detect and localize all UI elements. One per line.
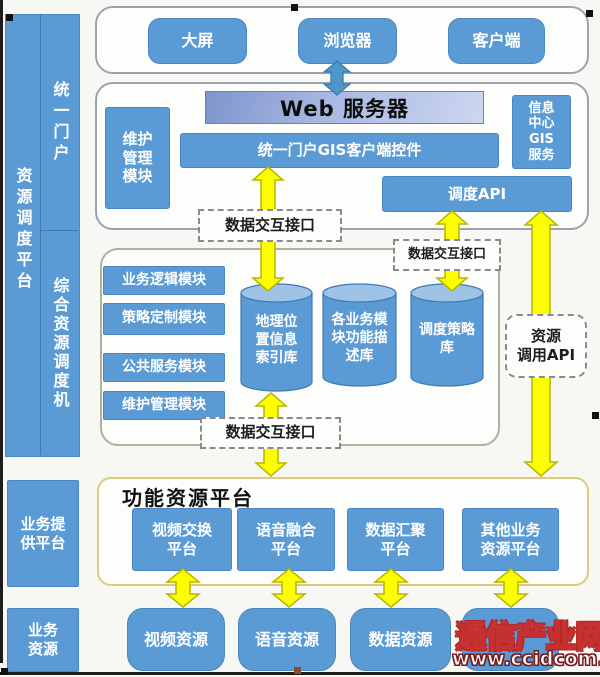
box-strategy-custom-module: 策略定制模块 [103, 303, 225, 335]
box-maintenance-module-portal: 维护 管理 模块 [105, 107, 170, 209]
sidebar-vertical-divider [40, 14, 41, 455]
selection-handle [6, 14, 13, 21]
box-video-exchange-platform: 视频交换 平台 [132, 508, 232, 571]
box-big-screen: 大屏 [148, 18, 247, 64]
box-client: 客户端 [448, 18, 545, 64]
selection-handle [586, 10, 593, 17]
database-dispatch-strategy: 调度策略 库 [410, 283, 484, 398]
selection-handle [294, 667, 301, 674]
sidebar-label-platform: 资源调度平台 [13, 167, 33, 293]
database-module-desc-label: 各业务模 块功能描 述库 [331, 312, 388, 365]
interface-data-exchange-2: 数据交互接口 [393, 239, 501, 271]
functional-platform-title: 功能资源平台 [122, 486, 254, 510]
box-info-center-gis: 信息 中心 GIS 服务 [512, 95, 571, 169]
selection-handle [592, 412, 599, 419]
database-module-desc: 各业务模 块功能描 述库 [322, 283, 397, 398]
interface-data-exchange-3: 数据交互接口 [200, 417, 341, 449]
box-data-aggregation-platform: 数据汇聚 平台 [347, 508, 444, 571]
box-web-server: Web 服务器 [205, 91, 484, 124]
box-dispatch-api: 调度API [382, 176, 572, 212]
frame-left-line [0, 0, 3, 663]
database-dispatch-strategy-label: 调度策略 库 [419, 322, 475, 357]
box-other-business-platform: 其他业务 资源平台 [462, 508, 559, 571]
selection-handle [291, 4, 298, 11]
watermark-site-name: 通信产业网 [455, 619, 600, 656]
box-video-resource: 视频资源 [127, 608, 225, 671]
box-voice-fusion-platform: 语音融合 平台 [237, 508, 335, 571]
box-other-resource [462, 608, 559, 671]
box-browser: 浏览器 [298, 18, 397, 64]
box-maintenance-module: 维护管理模块 [103, 391, 225, 420]
interface-resource-api: 资源 调用API [505, 314, 587, 378]
box-voice-resource: 语音资源 [238, 608, 336, 671]
box-business-resource: 业务 资源 [7, 608, 79, 672]
sidebar-block [5, 14, 80, 457]
sidebar-label-scheduler: 综合资源调度机 [50, 276, 70, 410]
database-geo-index: 地理位 置信息 索引库 [240, 283, 313, 403]
sidebar-label-portal: 统一门户 [50, 80, 70, 165]
database-geo-index-label: 地理位 置信息 索引库 [255, 314, 298, 367]
box-business-provide-platform: 业务提 供平台 [7, 480, 79, 587]
watermark-site-url: www.ccidcom.com [452, 648, 600, 671]
box-business-logic-module: 业务逻辑模块 [103, 266, 225, 295]
sidebar-horizontal-divider [40, 230, 78, 231]
selection-handle [1, 668, 8, 675]
interface-data-exchange-1: 数据交互接口 [198, 209, 342, 242]
box-data-resource: 数据资源 [350, 608, 451, 671]
box-public-service-module: 公共服务模块 [103, 353, 225, 382]
box-gis-client-control: 统一门户GIS客户端控件 [180, 133, 499, 168]
